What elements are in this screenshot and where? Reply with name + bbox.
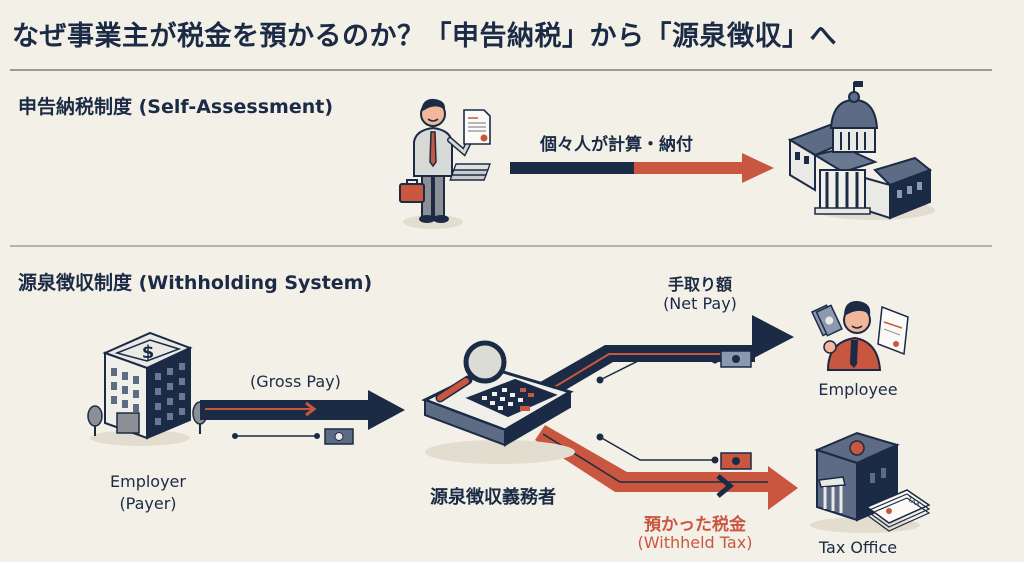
tax-office-label: Tax Office	[818, 538, 898, 557]
payer-label: (Payer)	[119, 494, 177, 513]
tax-office-icon: TAX	[810, 431, 931, 533]
section-divider	[10, 245, 992, 247]
employee-label: Employee	[818, 380, 898, 399]
employer-label: Employer	[110, 472, 186, 491]
calculator-magnifier-icon	[421, 340, 575, 464]
withheld-connector	[596, 433, 719, 464]
employer-building-icon: $	[87, 331, 208, 446]
page-title: なぜ事業主が税金を預かるのか？「申告納税」から「源泉徴収」へ	[12, 21, 837, 52]
self-assessment-arrow	[510, 153, 774, 183]
title-divider	[10, 69, 992, 71]
net-pay-label-en: (Net Pay)	[663, 294, 737, 313]
government-building-icon	[787, 81, 935, 220]
net-pay-connector	[596, 356, 719, 384]
businessman-icon	[399, 98, 491, 229]
self-assessment-heading: 申告納税制度 (Self-Assessment)	[18, 96, 334, 118]
net-pay-bill-icon	[720, 350, 752, 368]
withholding-heading: 源泉徴収制度 (Withholding System)	[18, 272, 373, 294]
withheld-tax-label-jp: 預かった税金	[644, 515, 746, 535]
cash-bill-icon	[324, 428, 354, 445]
withheld-arrowhead	[768, 466, 798, 510]
net-pay-label-jp: 手取り額	[667, 275, 732, 294]
net-pay-arrowhead	[752, 315, 794, 359]
employee-icon	[811, 300, 909, 371]
gross-pay-label: (Gross Pay)	[250, 372, 341, 391]
svg-text:$: $	[142, 342, 155, 363]
withheld-bill-icon	[720, 452, 752, 470]
withholding-agent-label: 源泉徴収義務者	[430, 487, 556, 508]
withheld-tax-label-en: (Withheld Tax)	[637, 533, 753, 552]
gross-pay-arrow	[200, 390, 405, 439]
self-calc-label: 個々人が計算・納付	[540, 135, 693, 155]
withheld-chevron	[716, 474, 734, 498]
